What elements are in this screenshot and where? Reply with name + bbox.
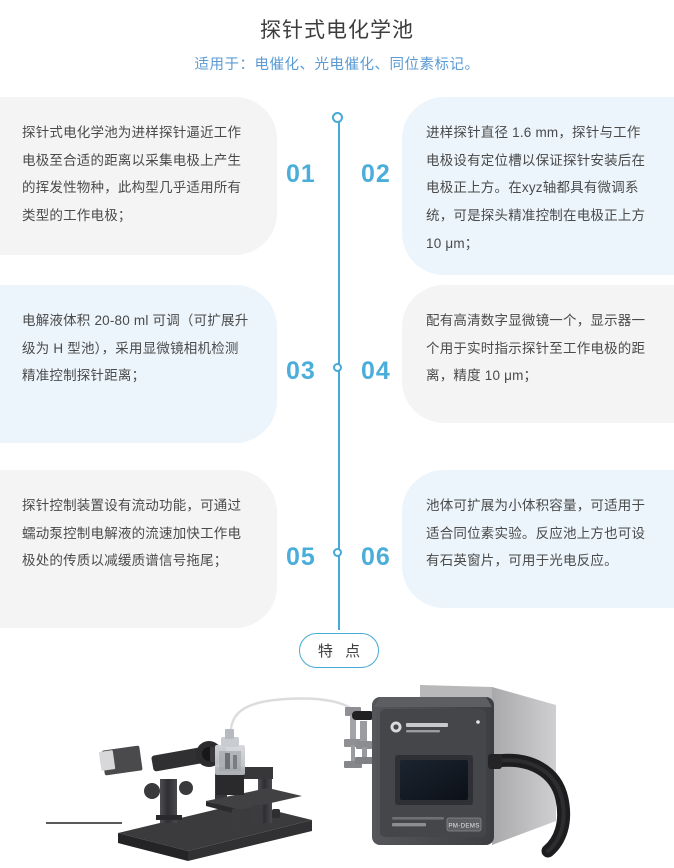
product-photo: PM-DEMS [0,675,674,863]
dems-instrument: PM-DEMS [352,685,571,858]
page-title: 探针式电化学池 [260,19,414,42]
feature-card-05: 探针控制装置设有流动功能，可通过蠕动泵控制电解液的流速加快工作电极处的传质以减缓… [0,470,277,628]
svg-text:PM-DEMS: PM-DEMS [448,823,479,830]
step-number-02: 02 [361,160,391,188]
instrument-inlet-valve [352,711,374,764]
timeline-node-lower-icon [333,548,342,557]
probe-microscope-rig [46,697,362,861]
feature-card-06: 池体可扩展为小体积容量，可适用于适合同位素实验。反应池上方也可设有石英窗片，可用… [402,470,674,608]
step-number-04: 04 [361,357,391,385]
timeline-line [338,118,340,630]
feature-badge: 特 点 [299,633,379,668]
feature-card-03: 电解液体积 20-80 ml 可调（可扩展升级为 H 型池），采用显微镜相机检测… [0,285,277,443]
page-header: 探针式电化学池 适用于：电催化、光电催化、同位素标记。 [0,0,674,74]
step-number-05: 05 [286,543,316,571]
brand-logo-icon [390,721,448,733]
feature-card-04: 配有高清数字显微镜一个，显示器一个用于实时指示探针至工作电极的距离，精度 10 … [402,285,674,423]
instrument-model-badge: PM-DEMS [446,817,482,832]
page-subtitle: 适用于：电催化、光电催化、同位素标记。 [194,57,480,73]
timeline-node-middle-icon [333,363,342,372]
step-number-01: 01 [286,160,316,188]
feature-card-02: 进样探针直径 1.6 mm，探针与工作电极设有定位槽以保证探针安装后在电极正上方… [402,97,674,275]
step-number-06: 06 [361,543,391,571]
timeline-node-top-icon [332,112,343,123]
feature-card-01: 探针式电化学池为进样探针逼近工作电极至合适的距离以采集电极上产生的挥发性物种，此… [0,97,277,255]
step-number-03: 03 [286,357,316,385]
